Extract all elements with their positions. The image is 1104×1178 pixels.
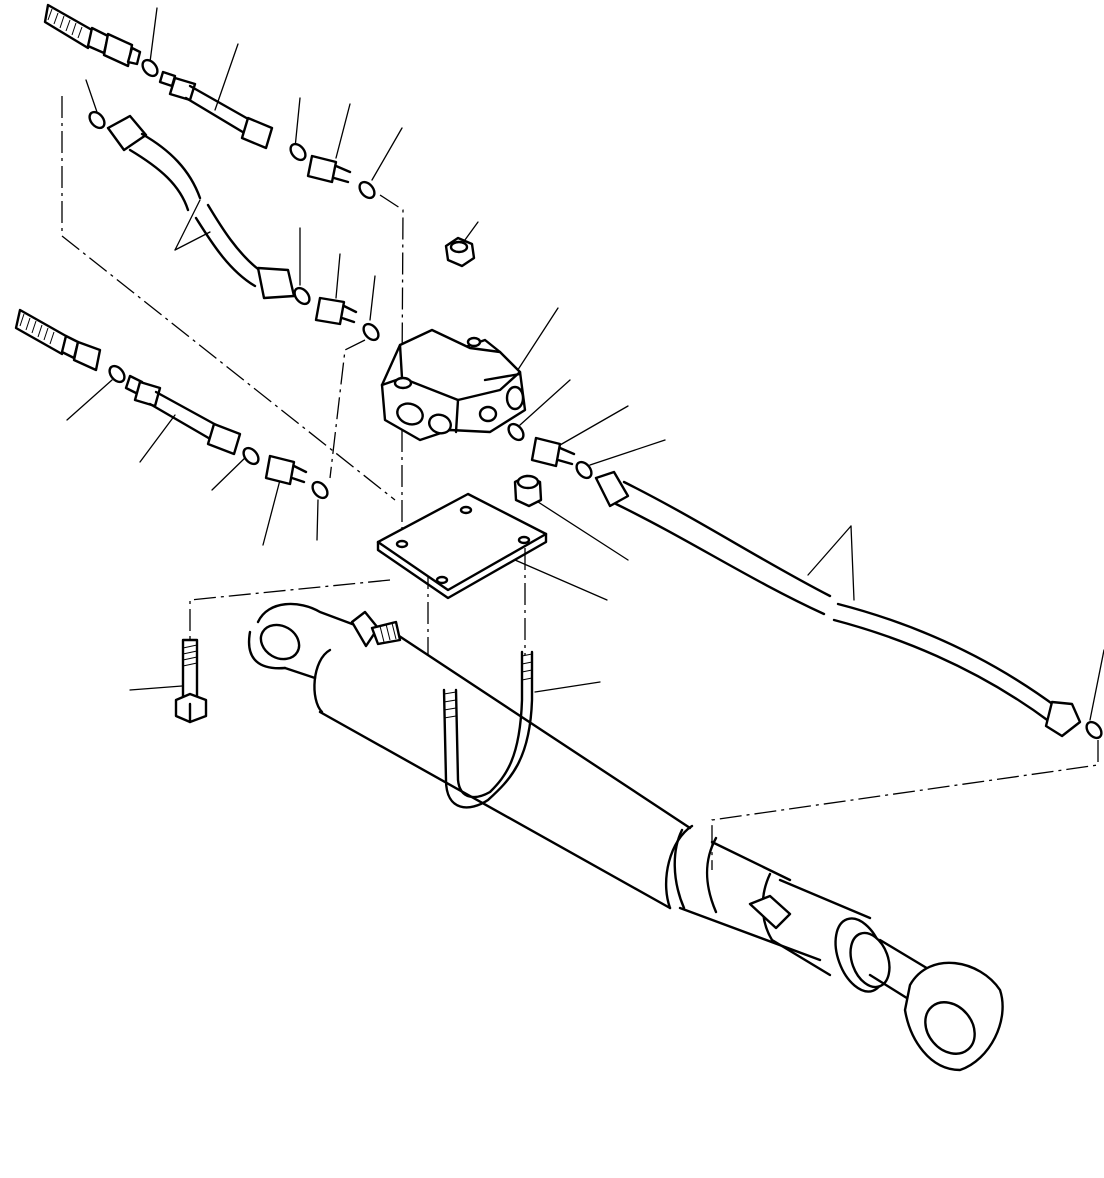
- valve-block: [380, 328, 527, 442]
- lower-nut: [513, 474, 543, 508]
- assembly-guide-lines: [61, 96, 1099, 870]
- lower-hose-end: [14, 308, 126, 384]
- bolt: [174, 638, 208, 724]
- upper-straight-tube: [158, 70, 376, 200]
- upper-hose-end: [43, 3, 159, 78]
- lower-straight-tube: [124, 374, 329, 500]
- long-bent-tube: [594, 470, 1103, 740]
- mounting-plate: [376, 492, 548, 600]
- right-fittings: [507, 422, 593, 480]
- top-nut: [444, 236, 476, 268]
- leader-lines: [66, 7, 1104, 721]
- hydraulic-cylinder: [247, 602, 1004, 1072]
- bent-tube-upper: [88, 110, 380, 342]
